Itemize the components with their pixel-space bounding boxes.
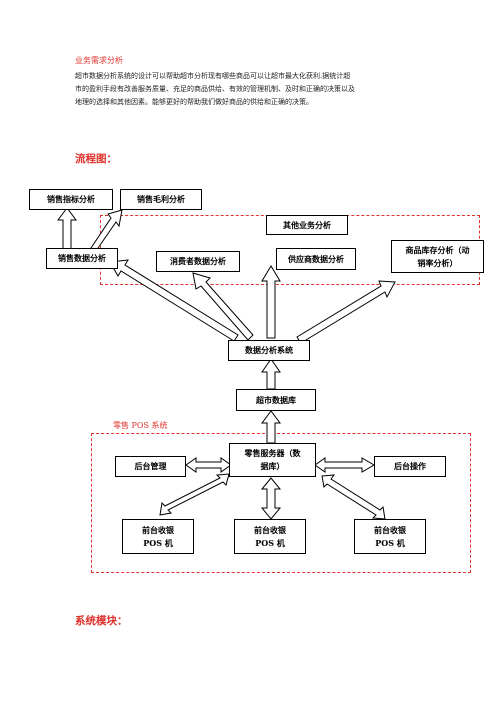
arrow-to-inventory [296, 280, 396, 344]
supermarket-db-box: 超市数据库 [236, 389, 316, 411]
inventory-line-1: 商品库存分析（动 [405, 245, 470, 255]
system-modules-heading: 系统模块： [75, 615, 128, 627]
arrow-pos-middle [260, 477, 282, 520]
intro-line: 超市数据分析系统的设计可以帮助超市分析现有哪些商品可以让超市最大化获利.据统计超 [75, 72, 351, 80]
pos-terminal-line-2: POS 机 [143, 537, 173, 548]
arrow-to-analysis-system [261, 358, 281, 390]
supplier-data-box: 供应商数据分析 [276, 248, 356, 270]
section-title: 业务需求分析 [75, 56, 123, 65]
arrow-to-consumer-data [192, 272, 254, 341]
pos-system-label: 零售 POS 系统 [113, 421, 168, 430]
arrow-to-sales-indicator [57, 207, 77, 250]
backend-operations-box: 后台操作 [374, 456, 446, 477]
sales-indicator-box: 销售指标分析 [29, 189, 113, 210]
retail-server-line-1: 零售服务器（数 [244, 449, 301, 458]
intro-line: 地理的选择和其他因素。能够更好的帮助我们做好商品的供给和正确的决策。 [75, 98, 313, 106]
pos-terminal-right: 前台收银 POS 机 [354, 519, 426, 554]
arrow-pos-left [159, 473, 230, 516]
pos-system-frame [91, 433, 471, 573]
pos-terminal-line-1: 前台收银 [374, 524, 406, 535]
pos-terminal-middle: 前台收银 POS 机 [234, 519, 306, 554]
arrow-to-supermarket-db [261, 410, 281, 444]
backend-management-box: 后台管理 [115, 456, 186, 477]
analysis-system-box: 数据分析系统 [228, 340, 310, 361]
intro-line: 市的盈利手段有改善服务质量、充足的商品供给、有效的管理机制、及时和正确的决策以及 [75, 85, 355, 93]
retail-server-line-2: 据库） [260, 462, 285, 471]
arrow-backend-ops [314, 457, 375, 473]
consumer-data-box: 消费者数据分析 [156, 251, 240, 272]
sales-data-box: 销售数据分析 [46, 248, 118, 269]
pos-terminal-line-2: POS 机 [255, 537, 285, 548]
arrow-to-supplier-data [261, 265, 281, 339]
pos-terminal-line-1: 前台收银 [142, 524, 174, 535]
intro-paragraph: 超市数据分析系统的设计可以帮助超市分析现有哪些商品可以让超市最大化获利.据统计超… [75, 70, 427, 109]
arrow-to-sales-profit [90, 209, 123, 252]
pos-terminal-line-1: 前台收银 [254, 524, 286, 535]
arrow-pos-right [321, 474, 386, 520]
flowchart-heading: 流程图： [75, 153, 117, 165]
pos-terminal-line-2: POS 机 [375, 537, 405, 548]
other-analysis-box: 其他业务分析 [266, 215, 348, 235]
inventory-analysis-box: 商品库存分析（动 销率分析） [391, 240, 484, 273]
arrow-to-sales-data [109, 259, 239, 342]
arrow-backend-mgmt [185, 457, 232, 473]
inventory-line-2: 销率分析） [417, 258, 458, 268]
sales-profit-box: 销售毛利分析 [120, 189, 202, 210]
pos-terminal-left: 前台收银 POS 机 [122, 519, 194, 554]
retail-server-box: 零售服务器（数 据库） [229, 443, 316, 477]
